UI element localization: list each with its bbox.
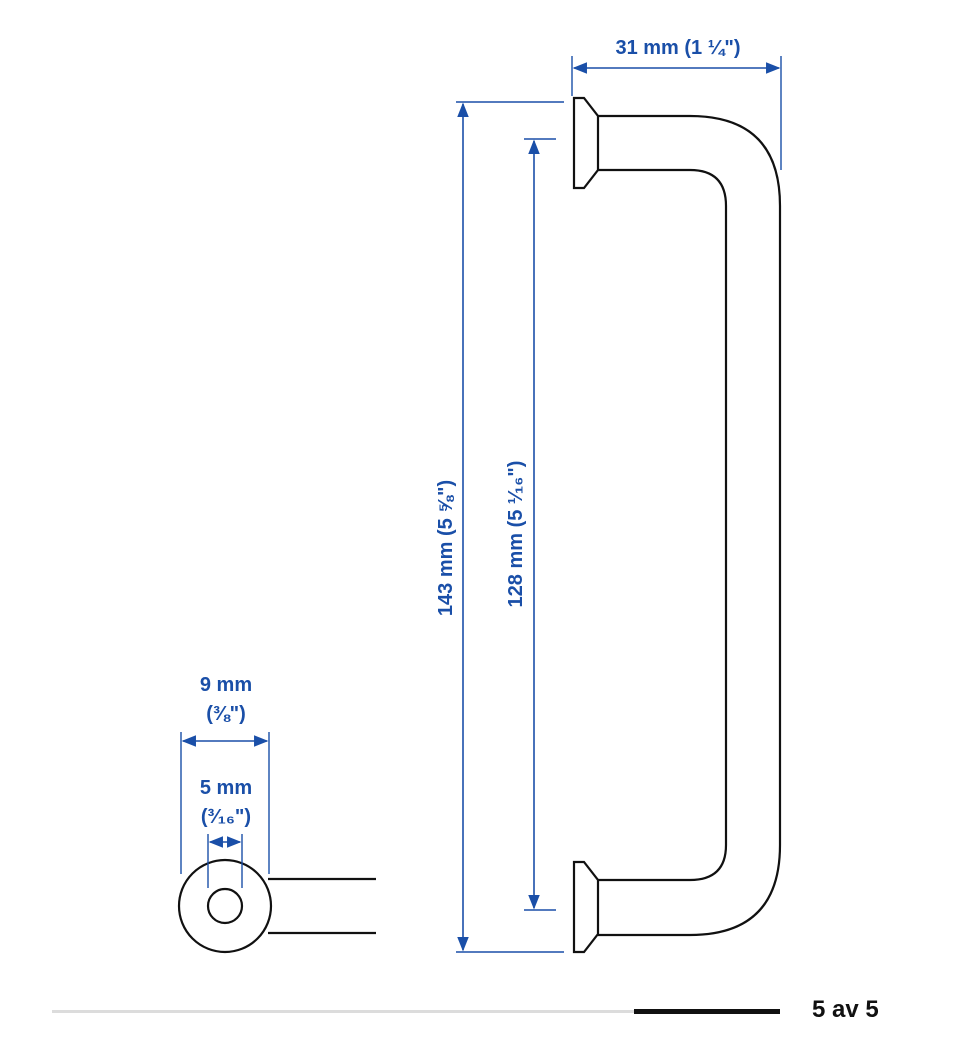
top-mount-foot [572,96,600,190]
width-label: 31 mm (1 ¼") [615,37,740,59]
total-length-dimension: 143 mm (5 ⅝") [435,101,564,953]
outer-diameter-dimension: 9 mm (⅜") [180,674,270,874]
total-length-label: 143 mm (5 ⅝") [435,480,457,616]
handle-bar-outer [598,114,782,937]
carousel-progress-indicator [634,1009,780,1014]
handle-bar-inner [598,168,728,882]
carousel-progress-track [52,1010,780,1013]
inner-diameter-in: (³⁄₁₆") [201,806,251,828]
hole-spacing-label: 128 mm (5 ¹⁄₁₆") [505,461,527,608]
handle-side-view [572,96,782,954]
outer-diameter-in: (⅜") [206,703,245,725]
inner-diameter-mm: 5 mm [200,777,252,799]
inner-hole-circle [206,887,244,925]
width-dimension: 31 mm (1 ¼") [571,37,782,170]
bottom-mount-foot [572,860,600,954]
inner-diameter-dimension: 5 mm (³⁄₁₆") [200,777,252,888]
outer-diameter-mm: 9 mm [200,674,252,696]
handle-end-view [177,858,376,954]
hole-spacing-dimension: 128 mm (5 ¹⁄₁₆") [505,138,556,911]
carousel-position-label: 5 av 5 [812,996,879,1023]
handle-dimension-drawing: 31 mm (1 ¼") 143 mm (5 ⅝") 128 mm (5 ¹⁄₁… [177,37,782,954]
